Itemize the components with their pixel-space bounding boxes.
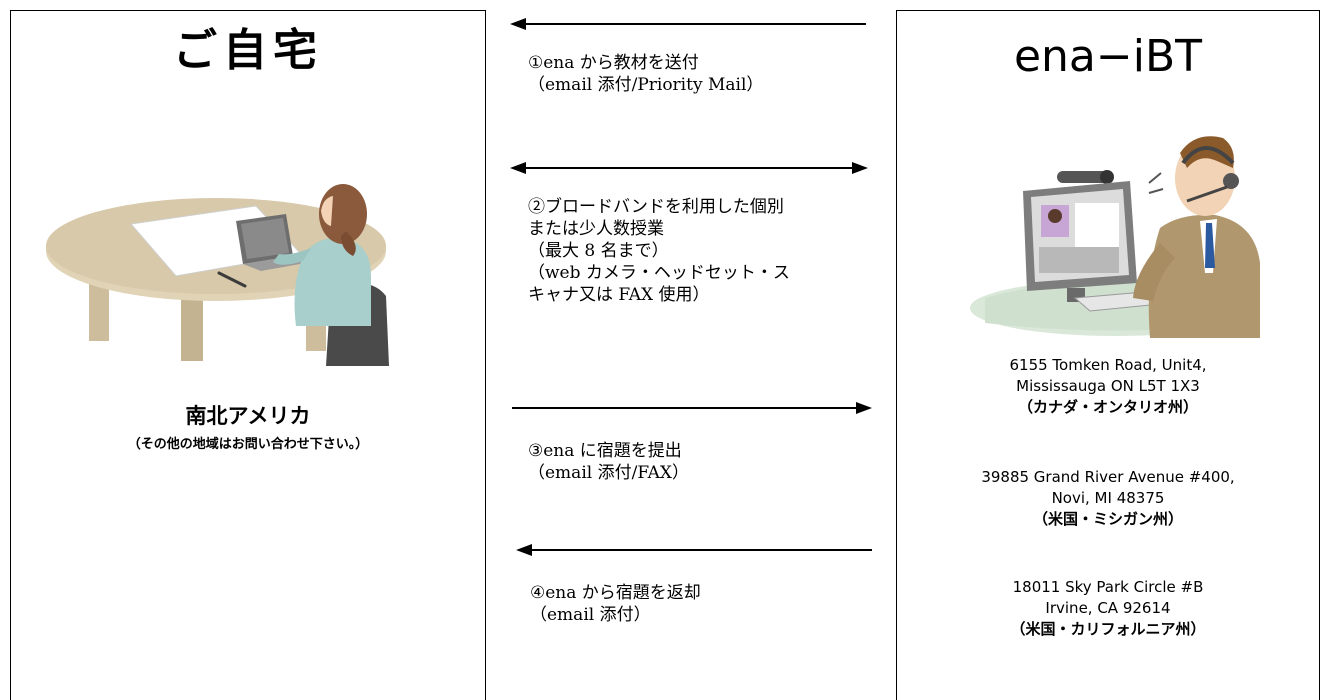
address-michigan: 39885 Grand River Avenue #400, Novi, MI … [897, 467, 1319, 530]
arrow-step-1 [510, 18, 866, 30]
step-3-text: ③ena に宿題を提出 （email 添付/FAX） [528, 440, 689, 484]
address-line: 6155 Tomken Road, Unit4, [1009, 356, 1207, 374]
arrow-step-4 [516, 544, 872, 556]
step-2-line: ②ブロードバンドを利用した個別 [528, 197, 784, 217]
address-california: 18011 Sky Park Circle #B Irvine, CA 9261… [897, 577, 1319, 640]
step-2-line: （最大 8 名まで） [528, 241, 669, 261]
address-region: （米国・カリフォルニア州） [1010, 620, 1206, 638]
region-name: 南北アメリカ [185, 404, 311, 428]
step-4-text: ④ena から宿題を返却 （email 添付） [530, 582, 701, 626]
step-2-line: キャナ又は FAX 使用） [528, 285, 710, 305]
step-1-text: ①ena から教材を送付 （email 添付/Priority Mail） [528, 52, 763, 96]
ena-ibt-title: ena−iBT [1013, 31, 1203, 82]
address-line: 39885 Grand River Avenue #400, [981, 468, 1235, 486]
region-note: （その他の地域はお問い合わせ下さい。） [127, 437, 369, 452]
man-with-headset-icon [970, 136, 1260, 338]
woman-at-laptop-icon [46, 184, 389, 366]
address-line: Mississauga ON L5T 1X3 [1016, 377, 1200, 395]
address-region: （カナダ・オンタリオ州） [1017, 398, 1198, 416]
address-line: Irvine, CA 92614 [1045, 599, 1171, 617]
step-2-line: または少人数授業 [528, 219, 664, 239]
address-region: （米国・ミシガン州） [1032, 510, 1183, 528]
step-2-text: ②ブロードバンドを利用した個別 または少人数授業 （最大 8 名まで） （web… [528, 196, 790, 306]
arrow-step-3 [512, 402, 872, 414]
address-line: Novi, MI 48375 [1051, 489, 1165, 507]
step-2-line: （web カメラ・ヘッドセット・ス [528, 263, 790, 283]
step-4-line: （email 添付） [530, 605, 651, 625]
home-panel: ご自宅 南北アメリカ （その他の地域はお問い合わせ下さい。） [10, 10, 486, 700]
address-line: 18011 Sky Park Circle #B [1012, 578, 1204, 596]
step-3-line: （email 添付/FAX） [528, 463, 690, 483]
region-block: 南北アメリカ （その他の地域はお問い合わせ下さい。） [11, 400, 485, 452]
step-3-line: ③ena に宿題を提出 [528, 441, 682, 461]
ena-ibt-panel: ena−iBT 6155 To [896, 10, 1320, 700]
step-4-line: ④ena から宿題を返却 [530, 583, 701, 603]
step-1-line: ①ena から教材を送付 [528, 53, 699, 73]
home-title: ご自宅 [173, 25, 323, 76]
address-canada: 6155 Tomken Road, Unit4, Mississauga ON … [897, 355, 1319, 418]
arrow-step-2 [510, 162, 868, 174]
step-1-line: （email 添付/Priority Mail） [528, 75, 764, 95]
